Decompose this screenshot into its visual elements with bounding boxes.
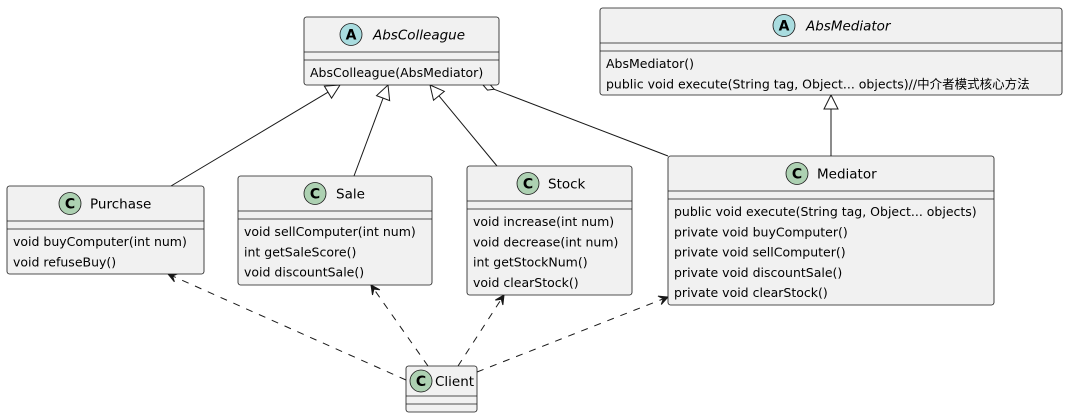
class-purchase[interactable]: C Purchase void buyComputer(int num) void r… bbox=[6, 185, 205, 275]
class-member: void buyComputer(int num) bbox=[13, 234, 187, 249]
class-member: AbsColleague(AbsMediator) bbox=[310, 65, 483, 80]
relation-purchase-to-abs_colleague bbox=[170, 84, 341, 187]
class-icon bbox=[785, 162, 809, 185]
class-name: Purchase bbox=[90, 197, 151, 213]
class-name: AbsMediator bbox=[805, 19, 892, 35]
class-member: private void buyComputer() bbox=[674, 224, 848, 239]
class-member: void clearStock() bbox=[473, 275, 579, 290]
inheritance-arrowhead bbox=[375, 83, 391, 102]
class-mediator[interactable]: C Mediator public void execute(String tag,… bbox=[667, 155, 995, 306]
class-member: void discountSale() bbox=[244, 265, 364, 280]
dependency-line bbox=[457, 294, 505, 367]
relation-client-to-stock bbox=[457, 294, 505, 367]
class-name: Stock bbox=[548, 177, 586, 193]
relation-line bbox=[494, 88, 669, 157]
class-box bbox=[6, 185, 205, 275]
class-member: private void sellComputer() bbox=[674, 245, 846, 260]
class-icon bbox=[516, 172, 540, 195]
badge-letter: A bbox=[346, 28, 357, 44]
class-member: void decrease(int num) bbox=[473, 234, 618, 249]
inheritance-arrowhead bbox=[823, 93, 839, 110]
inheritance-arrowhead bbox=[323, 84, 341, 100]
class-member: void refuseBuy() bbox=[13, 254, 116, 269]
class-sale[interactable]: C Sale void sellComputer(int num) int getSa… bbox=[237, 175, 433, 286]
dependency-line bbox=[476, 296, 669, 373]
relation-sale-to-abs_colleague bbox=[353, 83, 391, 177]
class-member: void increase(int num) bbox=[473, 214, 614, 229]
badge-letter: C bbox=[416, 374, 426, 390]
class-box bbox=[466, 165, 633, 296]
dependency-arrowhead bbox=[166, 273, 179, 283]
class-member: public void execute(String tag, Object..… bbox=[674, 204, 977, 219]
class-name: Mediator bbox=[817, 167, 877, 183]
dependency-arrowhead bbox=[657, 295, 670, 305]
class-icon bbox=[58, 192, 82, 215]
class-member: public void execute(String tag, Object..… bbox=[606, 76, 1030, 91]
badge-letter: C bbox=[310, 187, 320, 203]
class-icon bbox=[303, 182, 327, 205]
relation-line bbox=[438, 95, 498, 167]
dependency-line bbox=[370, 284, 429, 367]
badge-letter: C bbox=[65, 197, 75, 213]
badge-letter: A bbox=[779, 19, 790, 35]
class-box bbox=[599, 7, 1063, 96]
relation-line bbox=[353, 97, 384, 177]
dependency-arrowhead bbox=[495, 294, 505, 306]
class-name: Client bbox=[435, 374, 474, 390]
relation-client-to-mediator bbox=[476, 295, 670, 373]
class-member: private void discountSale() bbox=[674, 265, 842, 280]
class-name: Sale bbox=[336, 187, 365, 203]
dependency-arrowhead bbox=[370, 284, 381, 296]
abstract-class-icon bbox=[772, 14, 796, 37]
relation-client-to-purchase bbox=[166, 273, 407, 381]
relation-line bbox=[170, 91, 329, 187]
class-client[interactable]: C Client bbox=[405, 365, 478, 413]
class-stock[interactable]: C Stock void increase(int num) void decreas… bbox=[466, 165, 633, 296]
class-member: AbsMediator() bbox=[606, 56, 694, 71]
class-icon bbox=[409, 369, 433, 393]
relation-stock-to-abs_colleague bbox=[429, 84, 498, 167]
relations-layer bbox=[166, 83, 839, 381]
class-member: int getStockNum() bbox=[473, 255, 588, 270]
class-box bbox=[237, 175, 433, 286]
class-box bbox=[667, 155, 995, 306]
relation-mediator-to-abs_mediator bbox=[823, 93, 839, 156]
inheritance-arrowhead bbox=[429, 84, 446, 102]
abstract-class-icon bbox=[339, 23, 363, 46]
class-name: AbsColleague bbox=[372, 28, 465, 44]
badge-letter: C bbox=[523, 177, 533, 193]
relation-client-to-sale bbox=[370, 284, 429, 367]
badge-letter: C bbox=[792, 167, 802, 183]
class-member: int getSaleScore() bbox=[244, 244, 356, 259]
class-member: void sellComputer(int num) bbox=[244, 224, 416, 239]
dependency-line bbox=[167, 273, 407, 381]
class-member: private void clearStock() bbox=[674, 285, 828, 300]
